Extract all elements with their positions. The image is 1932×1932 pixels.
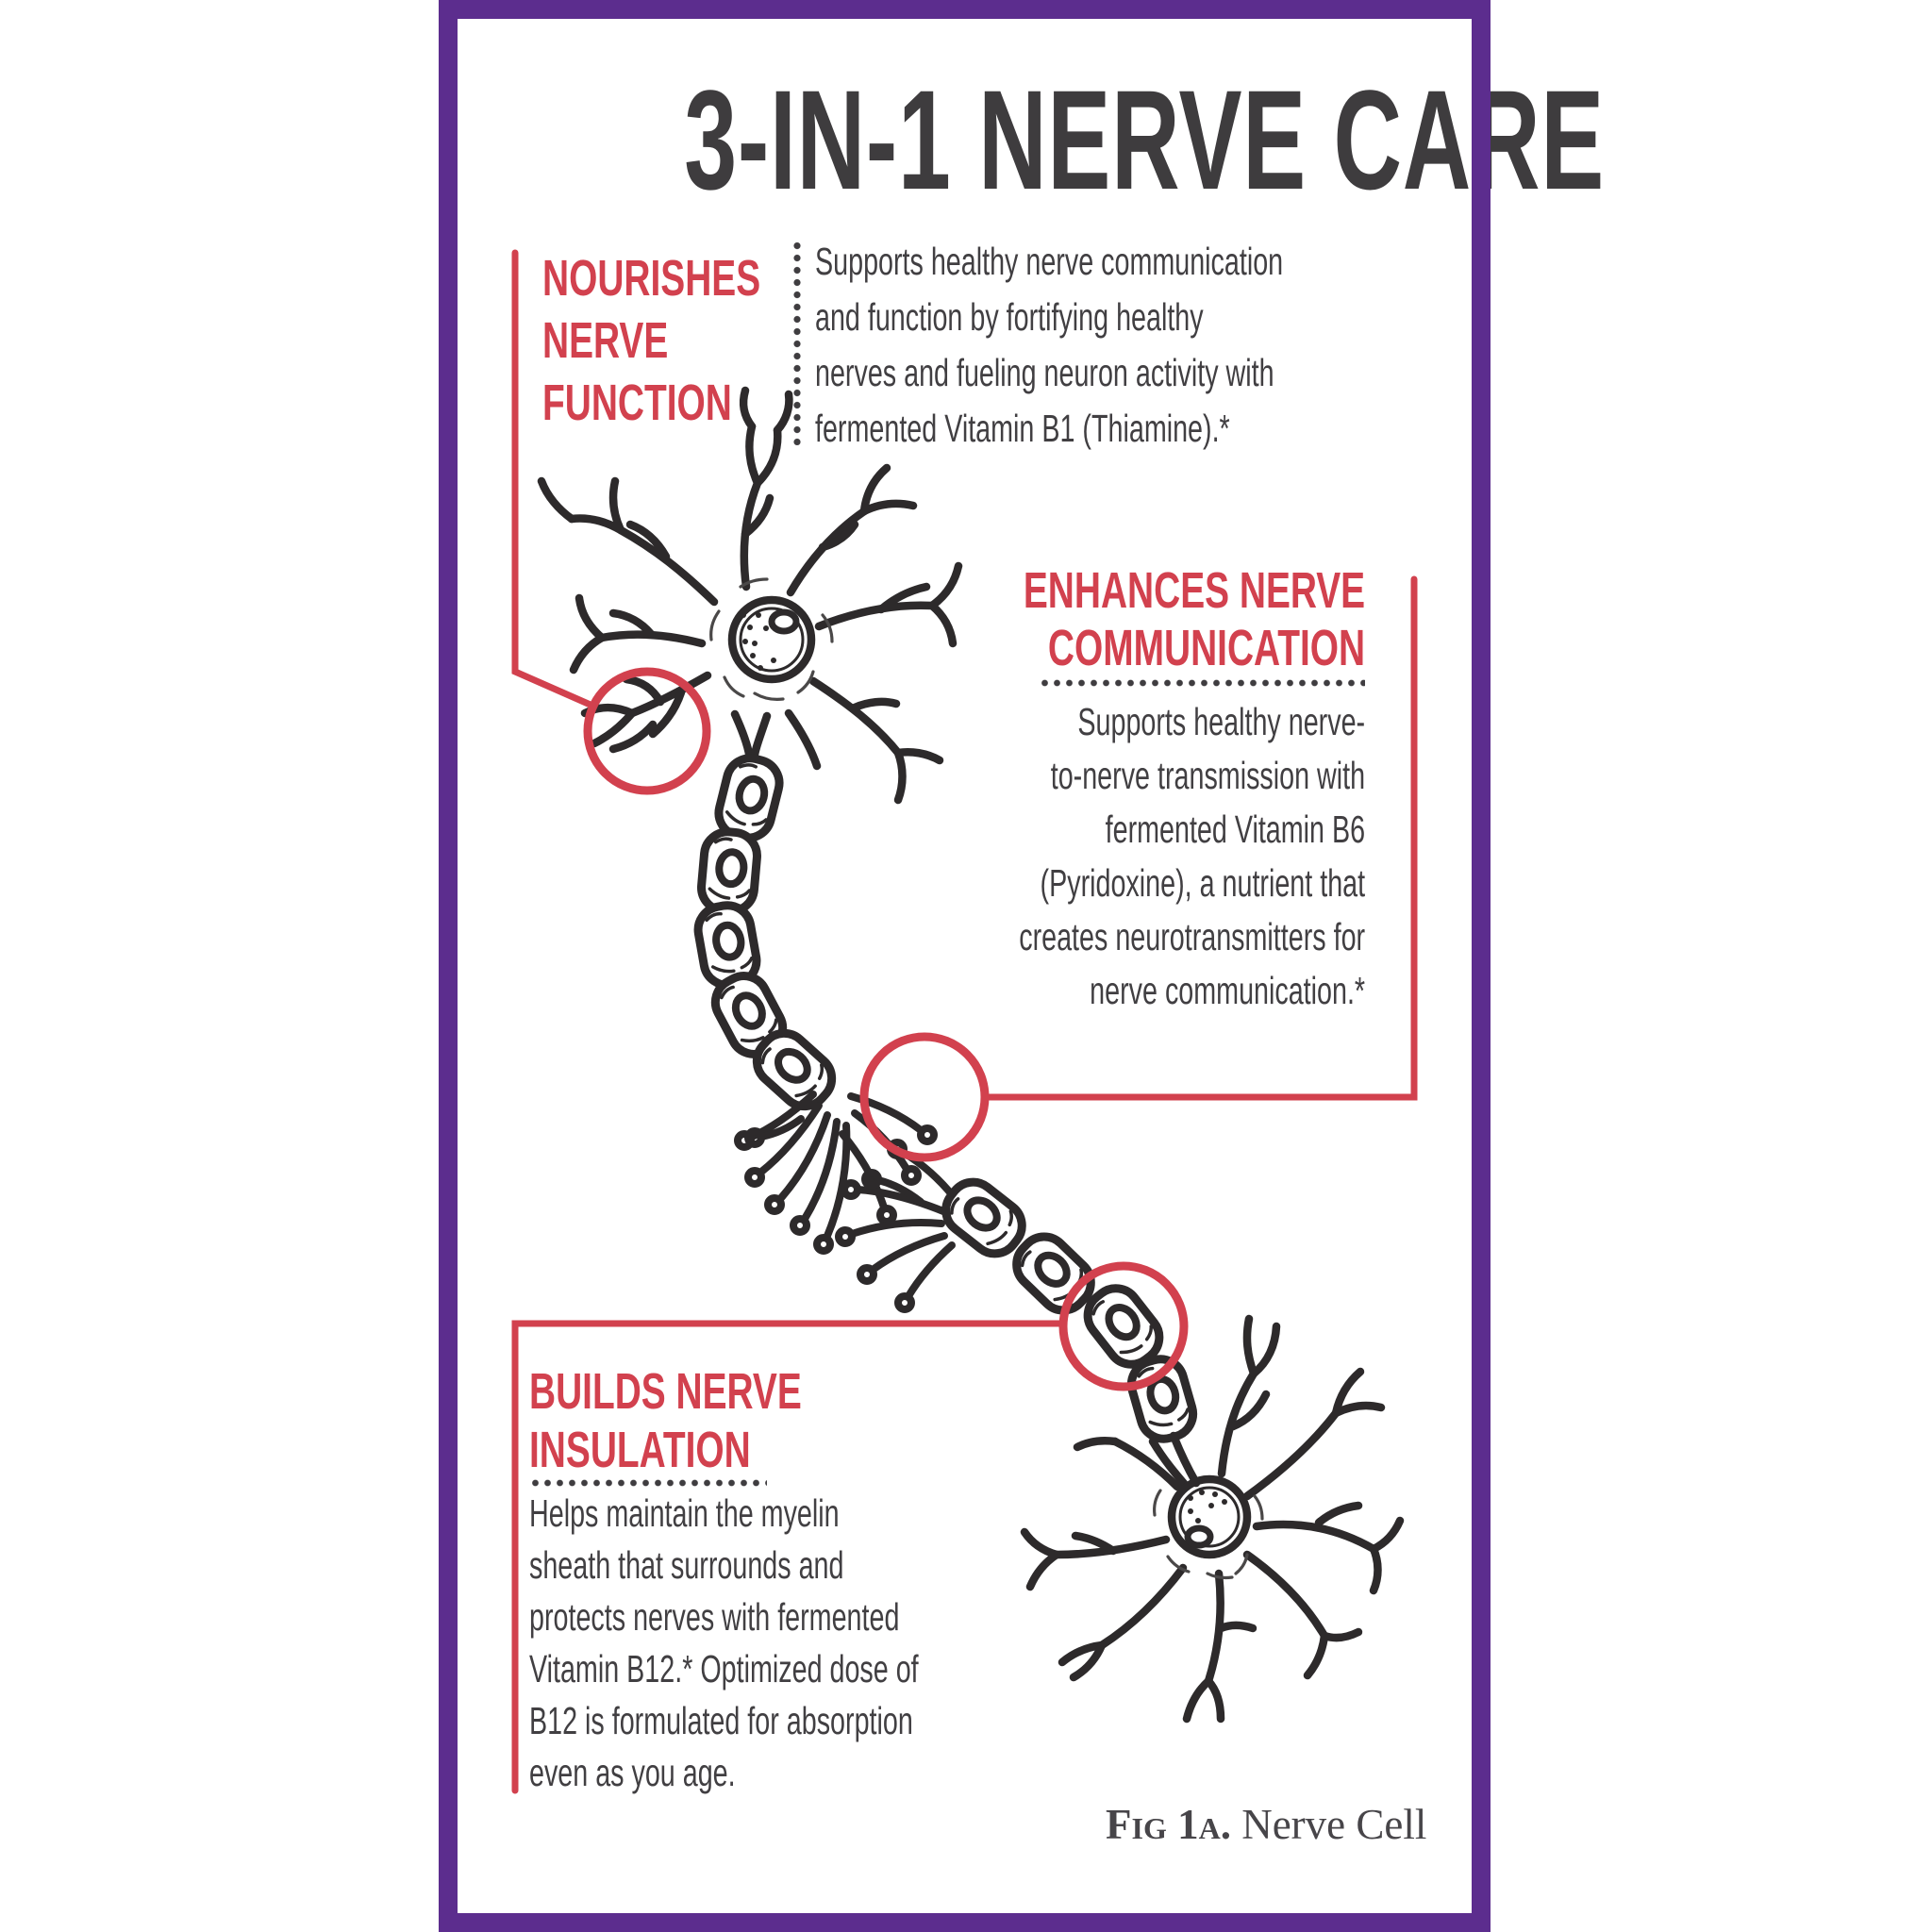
heading-line: FUNCTION — [542, 375, 732, 431]
body-line: and function by fortifying healthy — [815, 295, 1204, 339]
dotted-rule — [1039, 679, 1365, 687]
body-line: sheath that surrounds and — [529, 1543, 844, 1587]
callout-circle-enhances — [859, 1032, 990, 1162]
callout-line-builds — [511, 1320, 1065, 1794]
body-line: B12 is formulated for absorption — [529, 1699, 913, 1742]
heading-line: COMMUNICATION — [1047, 620, 1365, 676]
body-line: even as you age. — [529, 1751, 736, 1794]
body-line: Vitamin B12.* Optimized dose of — [529, 1647, 919, 1690]
body-line: (Pyridoxine), a nutrient that — [1040, 861, 1365, 905]
heading-line: NOURISHES — [542, 250, 761, 307]
heading-line: ENHANCES NERVE — [1023, 562, 1365, 619]
callout-line-enhances — [983, 575, 1418, 1101]
figure-caption-text: Nerve Cell — [1241, 1801, 1427, 1848]
section-heading-enhances: ENHANCES NERVE COMMUNICATION — [1024, 562, 1365, 677]
callout-line-nourishes — [511, 249, 596, 709]
section-body-builds: Helps maintain the myelin sheath that su… — [529, 1488, 919, 1799]
body-line: nerves and fueling neuron activity with — [815, 351, 1274, 394]
body-line: protects nerves with fermented — [529, 1595, 900, 1639]
page-title: 3-IN-1 NERVE CARE — [684, 60, 1605, 219]
figure-caption: Fig 1a. Nerve Cell — [1106, 1800, 1426, 1849]
dotted-rule — [529, 1479, 767, 1487]
body-line: nerve communication.* — [1090, 969, 1365, 1012]
section-heading-builds: BUILDS NERVE INSULATION — [529, 1362, 802, 1479]
section-body-nourishes: Supports healthy nerve communication and… — [815, 234, 1283, 457]
neuron-upper — [537, 386, 963, 805]
body-line: to-nerve transmission with — [1050, 754, 1365, 797]
axon-terminals — [734, 1091, 958, 1313]
dotted-divider-vertical — [793, 240, 801, 445]
neuron-lower — [1020, 1314, 1405, 1724]
axon-myelin-chain-upper — [694, 753, 841, 1115]
body-line: fermented Vitamin B6 — [1105, 808, 1365, 851]
section-body-enhances: Supports healthy nerve- to-nerve transmi… — [1019, 695, 1365, 1018]
callout-circle-builds — [1058, 1261, 1189, 1391]
body-line: Supports healthy nerve communication — [815, 240, 1284, 283]
body-line: fermented Vitamin B1 (Thiamine).* — [815, 407, 1230, 450]
heading-line: INSULATION — [529, 1422, 751, 1478]
section-heading-nourishes: NOURISHES NERVE FUNCTION — [542, 247, 760, 434]
body-line: Helps maintain the myelin — [529, 1491, 840, 1535]
heading-line: BUILDS NERVE — [529, 1363, 802, 1420]
heading-line: NERVE — [542, 312, 669, 369]
body-line: creates neurotransmitters for — [1019, 915, 1365, 958]
figure-caption-label: Fig 1a. — [1106, 1801, 1231, 1848]
body-line: Supports healthy nerve- — [1077, 700, 1365, 743]
callout-circle-nourishes — [583, 667, 711, 795]
